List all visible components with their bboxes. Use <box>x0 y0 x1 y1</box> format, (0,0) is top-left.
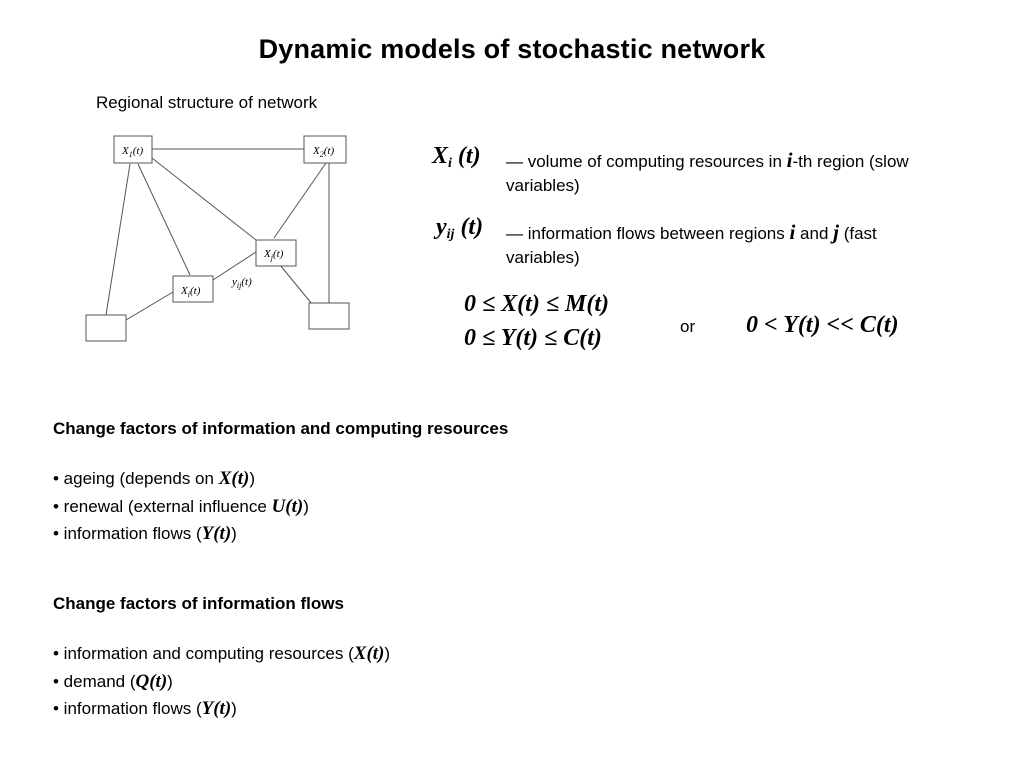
node-xj <box>255 239 297 267</box>
node-box-left <box>85 314 127 342</box>
list-item: • information flows (Y(t)) <box>53 698 237 719</box>
edge-xi-xj <box>212 251 257 281</box>
section-2-list: • information and computing resources (X… <box>53 640 390 723</box>
node-x2-label: X2(t) <box>312 145 334 159</box>
node-xi <box>172 275 214 303</box>
list-item: • information and computing resources (X… <box>53 643 391 664</box>
list-item: • demand (Q(t)) <box>53 670 173 692</box>
section-2-heading: Change factors of information flows <box>53 594 344 613</box>
diagram-caption: Regional structure of network <box>96 93 318 112</box>
node-xj-label: Xj(t) <box>263 248 284 262</box>
section-1-heading: Change factors of information and comput… <box>53 419 509 438</box>
edge-xi-box-left <box>125 291 174 321</box>
edge-x1-box-left <box>105 163 131 316</box>
edge-x2-xj <box>273 162 327 239</box>
node-x1-label: X1(t) <box>121 145 143 159</box>
slide-title: Dynamic models of stochastic network <box>258 34 766 64</box>
network-diagram: X1(t) X2(t) Xj(t) Xi(t) yij(t) <box>85 135 350 342</box>
constraint-line-1: 0 ≤ X(t) ≤ M(t) <box>464 291 609 317</box>
list-item: • ageing (depends on X(t)) <box>53 468 255 489</box>
section-1-list: • ageing (depends on X(t)) • renewal (ex… <box>53 465 309 548</box>
constraint-line-2: 0 ≤ Y(t) ≤ C(t) <box>464 325 602 351</box>
edge-x1-xj <box>151 157 257 241</box>
node-x1 <box>113 135 153 164</box>
edge-xj-box-right <box>279 264 313 305</box>
edge-x1-xi <box>137 163 191 276</box>
symbol-yij: yij (t) <box>436 214 484 242</box>
node-xi-label: Xi(t) <box>180 285 201 299</box>
constraint-alt: 0 < Y(t) << C(t) <box>746 312 899 338</box>
list-item: • information flows (Y(t)) <box>53 523 237 544</box>
definition-yij: — information flows between regions i an… <box>506 220 877 267</box>
or-label: or <box>680 317 696 336</box>
definition-xi: — volume of computing resources in i-th … <box>506 148 909 195</box>
node-box-right <box>308 302 350 330</box>
symbol-xi: Xi (t) <box>432 143 481 171</box>
edge-yij-label: yij(t) <box>231 276 252 290</box>
list-item: • renewal (external influence U(t)) <box>53 495 309 517</box>
node-x2 <box>303 135 347 164</box>
